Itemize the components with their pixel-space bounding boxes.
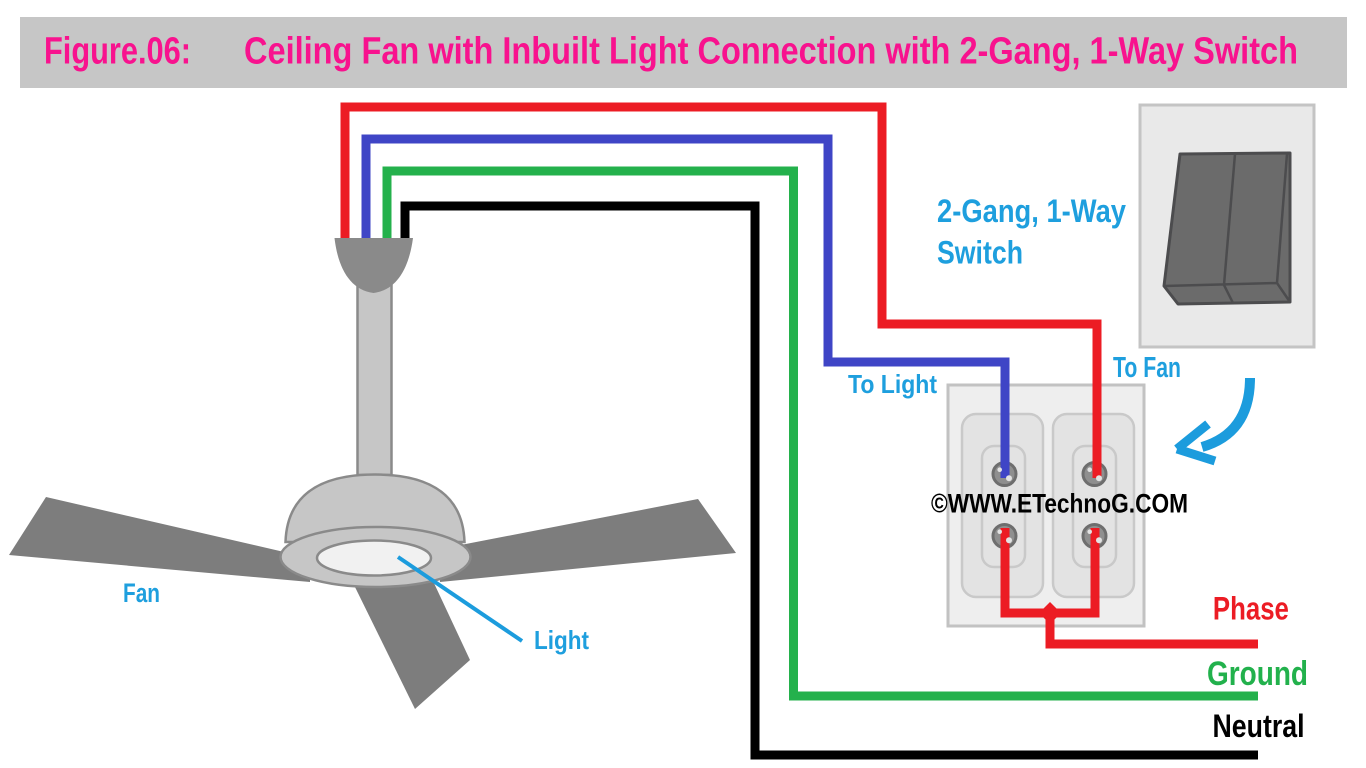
- svg-text:To Light: To Light: [848, 369, 937, 399]
- svg-text:Figure.06:: Figure.06:: [44, 31, 191, 73]
- svg-text:Ceiling Fan with Inbuilt Light: Ceiling Fan with Inbuilt Light Connectio…: [244, 31, 1298, 73]
- svg-text:2-Gang, 1-Way: 2-Gang, 1-Way: [937, 193, 1126, 229]
- svg-text:©WWW.ETechnoG.COM: ©WWW.ETechnoG.COM: [931, 489, 1188, 519]
- svg-text:Light: Light: [534, 625, 589, 655]
- svg-text:Fan: Fan: [123, 578, 160, 608]
- svg-text:Phase: Phase: [1213, 591, 1289, 627]
- svg-text:Neutral: Neutral: [1213, 708, 1305, 744]
- svg-text:Switch: Switch: [937, 235, 1023, 271]
- svg-text:To Fan: To Fan: [1113, 352, 1181, 384]
- svg-text:Ground: Ground: [1207, 655, 1308, 693]
